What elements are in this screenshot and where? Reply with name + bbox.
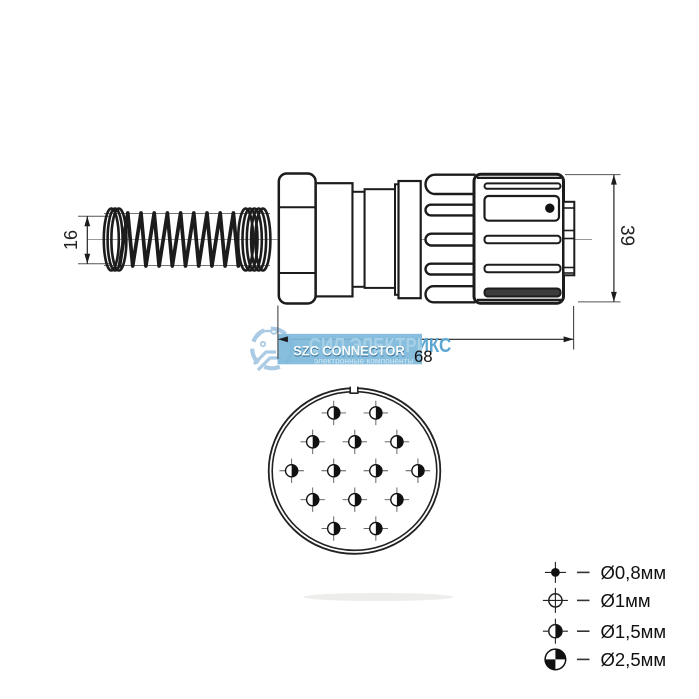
svg-text:СИЛ ЭЛЕКТРИКС: СИЛ ЭЛЕКТРИКС bbox=[309, 334, 452, 357]
svg-text:39: 39 bbox=[616, 225, 637, 246]
svg-text:68: 68 bbox=[414, 347, 433, 366]
svg-text:Ø0,8мм: Ø0,8мм bbox=[601, 562, 667, 583]
svg-text:Ø1мм: Ø1мм bbox=[601, 590, 651, 611]
svg-text:Ø1,5мм: Ø1,5мм bbox=[601, 621, 667, 642]
svg-text:СИЛ ЭЛЕКТРИКС: СИЛ ЭЛЕКТРИКС bbox=[309, 334, 452, 357]
svg-text:SZC CONNECTOR: SZC CONNECTOR bbox=[294, 344, 406, 359]
svg-text:16: 16 bbox=[61, 230, 81, 250]
svg-text:электронные компоненты: электронные компоненты bbox=[314, 356, 414, 366]
svg-text:Ø2,5мм: Ø2,5мм bbox=[601, 649, 667, 670]
svg-text:SZC CONNECTOR: SZC CONNECTOR bbox=[293, 343, 405, 358]
